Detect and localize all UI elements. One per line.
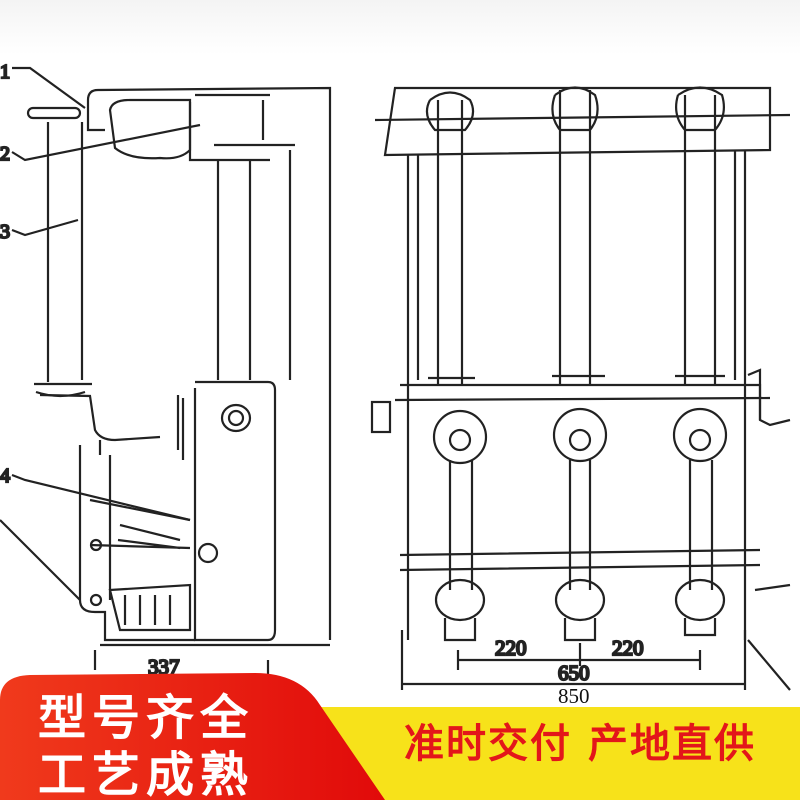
banner-left-line1: 型号齐全: [38, 690, 255, 746]
banner-right-text: 准时交付 产地直供: [404, 721, 756, 767]
banner-left-line2: 工艺成熟: [38, 747, 255, 803]
callout-4: 4: [0, 465, 10, 487]
dimension-phase-spacing-left: 220: [495, 636, 527, 660]
top-fade: [0, 0, 800, 55]
dimension-phase-span: 650: [558, 661, 590, 685]
side-view: [0, 66, 332, 676]
callout-2: 2: [0, 143, 10, 165]
yellow-banner: [300, 707, 800, 800]
dimension-phase-spacing-right: 220: [612, 636, 644, 660]
callout-3: 3: [0, 221, 10, 243]
callout-1: 1: [0, 61, 10, 83]
front-view: [370, 86, 791, 691]
red-banner: [0, 673, 385, 800]
